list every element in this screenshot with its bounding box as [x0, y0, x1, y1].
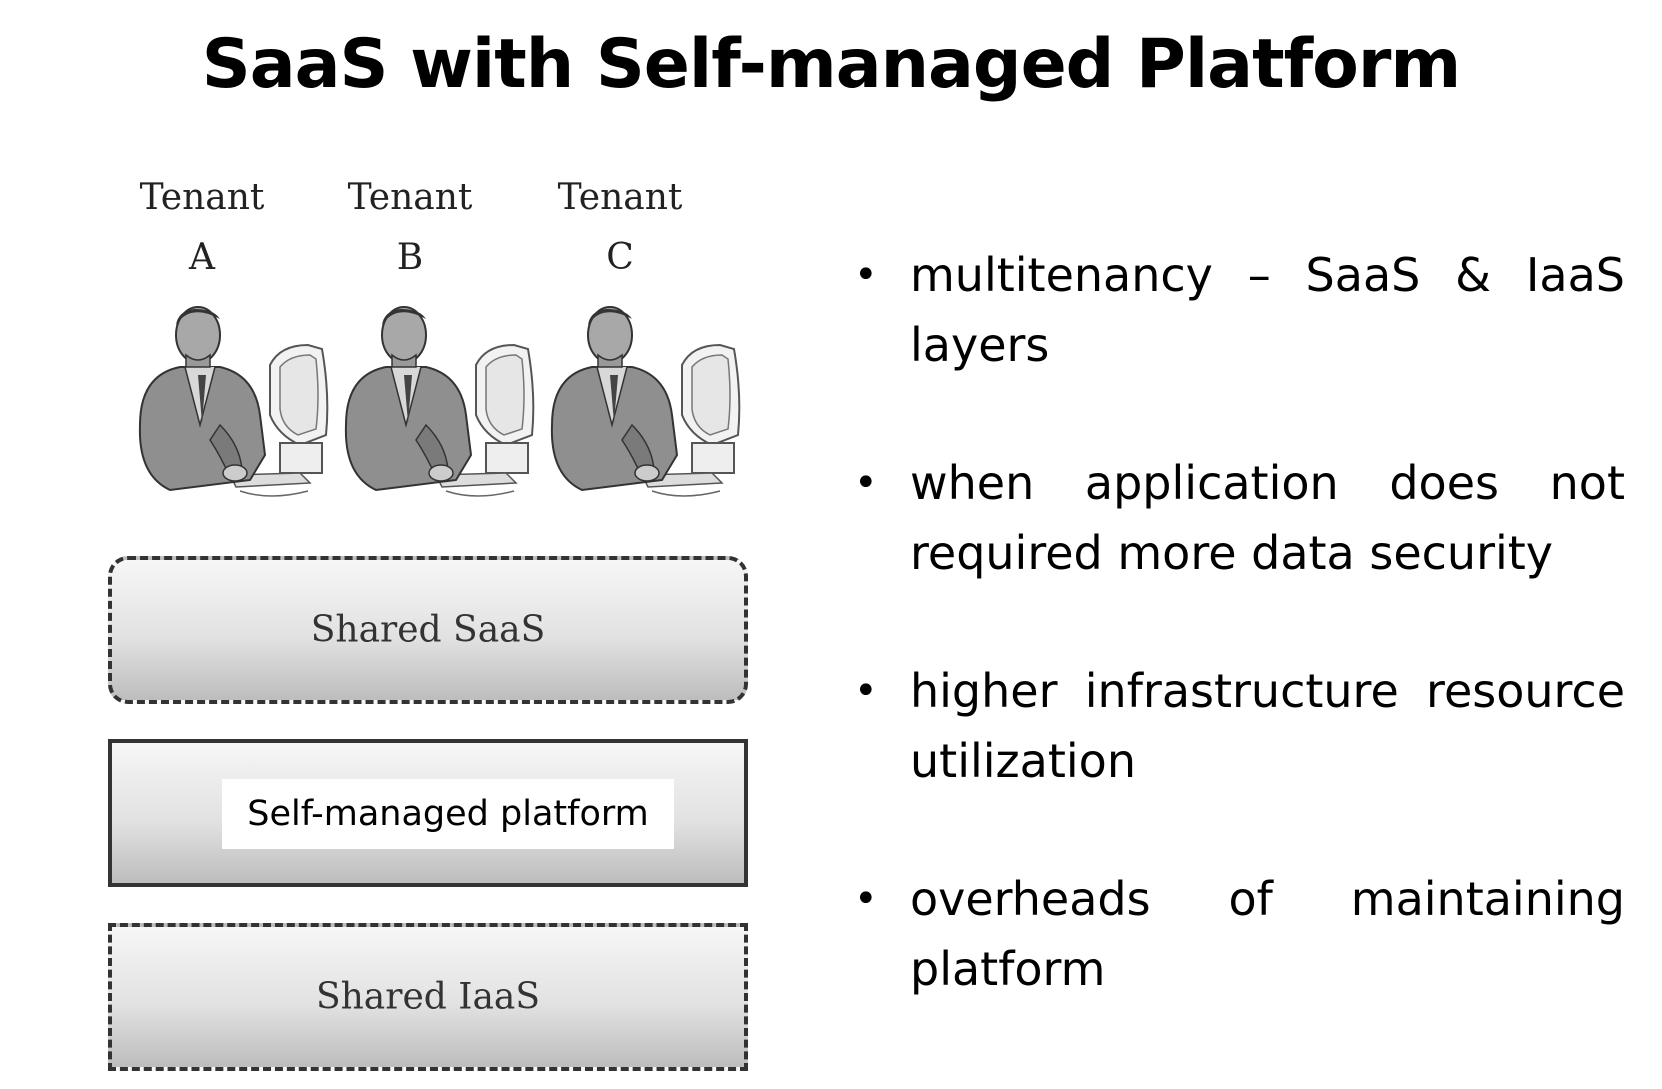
tenant-c-letter: C — [606, 237, 634, 278]
tenant-a-label: Tenant A — [122, 168, 282, 288]
user-at-computer-icon — [550, 306, 741, 497]
bullet-text: when application does not required more … — [910, 456, 1625, 580]
tenant-a-text: Tenant — [139, 177, 265, 218]
bullet-item: • higher infrastructure resource utiliza… — [850, 656, 1625, 796]
user-at-computer-icon — [138, 306, 329, 497]
tenant-b-label: Tenant B — [330, 168, 490, 288]
bullet-item: • overheads of maintaining platform — [850, 864, 1625, 1004]
shared-iaas-label: Shared IaaS — [315, 976, 541, 1018]
bullet-dot: • — [854, 460, 878, 506]
user-at-computer-icon — [344, 306, 535, 497]
tenant-b-letter: B — [396, 237, 424, 278]
self-managed-platform-label: Self-managed platform — [222, 779, 674, 849]
page-title: SaaS with Self-managed Platform — [201, 25, 1462, 104]
bullet-text: higher infrastructure resource utilizati… — [910, 664, 1625, 788]
bullet-item: • multitenancy – SaaS & IaaS layers — [850, 240, 1625, 380]
tenant-c-text: Tenant — [557, 177, 683, 218]
shared-saas-label: Shared SaaS — [310, 609, 546, 651]
bullet-text: overheads of maintaining platform — [910, 872, 1625, 996]
bullet-dot: • — [854, 252, 878, 298]
shared-iaas-layer: Shared IaaS — [108, 923, 748, 1071]
bullet-text: multitenancy – SaaS & IaaS layers — [910, 248, 1625, 372]
self-managed-platform-layer: Self-managed platform — [108, 739, 748, 887]
bullet-list: • multitenancy – SaaS & IaaS layers • wh… — [850, 240, 1625, 1072]
shared-saas-layer: Shared SaaS — [108, 556, 748, 704]
tenant-c-label: Tenant C — [540, 168, 700, 288]
tenant-b-text: Tenant — [347, 177, 473, 218]
bullet-dot: • — [854, 876, 878, 922]
tenant-a-letter: A — [189, 237, 215, 278]
computer-monitor-icon — [434, 343, 535, 497]
bullet-dot: • — [854, 668, 878, 714]
bullet-item: • when application does not required mor… — [850, 448, 1625, 588]
